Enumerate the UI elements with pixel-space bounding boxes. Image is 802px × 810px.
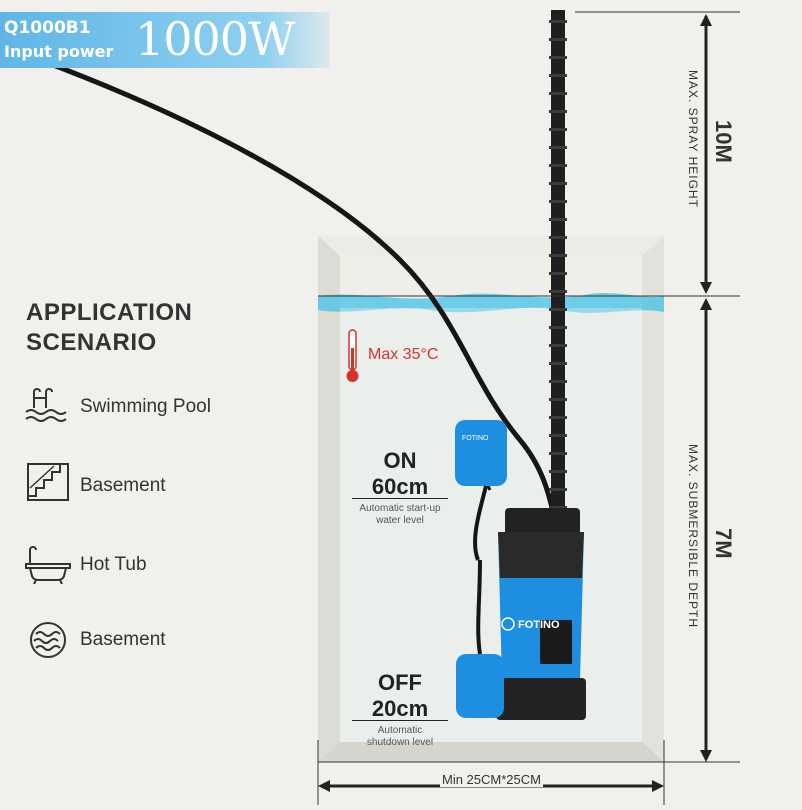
thermometer-bulb (346, 370, 359, 382)
float-off-note-line1: Automatic (377, 725, 423, 736)
min-size-label: Min 25CM*25CM (440, 772, 543, 787)
float-on-brand: FOTINO (462, 435, 489, 442)
power-cable (39, 57, 558, 521)
float-on-note: Automatic start-up water level (340, 503, 460, 527)
thermometer-mercury (351, 348, 354, 372)
float-off-divider (352, 720, 448, 721)
hose-ring (549, 146, 567, 149)
float-on-note-line1: Automatic start-up (359, 503, 441, 514)
hose-ring (549, 110, 567, 113)
hose-ring (549, 38, 567, 41)
hose-ring (549, 326, 567, 329)
max-temperature: Max 35°C (368, 346, 439, 363)
spray-height-value: 10M (711, 120, 736, 163)
stairs-icon (27, 463, 69, 501)
float-on-value: 60cm (371, 474, 429, 499)
pit-floor (318, 742, 664, 762)
float-off-title: OFF (378, 670, 422, 695)
float-on-note-line2: water level (376, 515, 424, 526)
pump-handle (505, 508, 580, 536)
hose-ring (549, 380, 567, 383)
pit-right-wall (642, 236, 664, 762)
pump-brand: FOTINO (518, 619, 560, 631)
swimming-pool-icon (25, 388, 67, 422)
hose-ring (549, 200, 567, 203)
application-title-line1: APPLICATION (26, 299, 193, 326)
float-switch-off (456, 654, 504, 718)
float-off-cable (476, 559, 482, 655)
application-title: APPLICATION SCENARIO (26, 298, 192, 358)
hose-ring (549, 290, 567, 293)
dimension-lines (317, 11, 740, 805)
hose-ring (549, 398, 567, 401)
hose-ring (549, 434, 567, 437)
float-off-note-line2: shutdown level (366, 737, 434, 748)
float-switch-on (455, 420, 507, 486)
float-on-cable (473, 485, 488, 561)
hose-ring (549, 344, 567, 347)
use-label-swimming-pool: Swimming Pool (80, 396, 211, 417)
application-title-line2: SCENARIO (26, 329, 157, 356)
pump-top (498, 532, 584, 578)
hose-ring (549, 452, 567, 455)
hose-ring (549, 20, 567, 23)
hose-ring (549, 362, 567, 365)
use-label-basement-2: Basement (80, 629, 166, 650)
pit-left-wall (318, 236, 340, 762)
waves-icon (30, 622, 66, 658)
hose-ring (549, 506, 567, 509)
hose-ring (549, 272, 567, 275)
hose-ring (549, 164, 567, 167)
hose-ring (549, 74, 567, 77)
hose-ring (549, 92, 567, 95)
hose-ring (549, 236, 567, 239)
hose-ring (549, 488, 567, 491)
pump-base (496, 678, 586, 720)
hose-ring (549, 56, 567, 59)
float-on-title: ON (383, 448, 417, 473)
spray-height-label: MAX. SPRAY HEIGHT (686, 70, 700, 208)
hose-ring (549, 308, 567, 311)
pump-outlet (540, 620, 572, 664)
power-badge (0, 12, 330, 68)
power-label: Input power (4, 42, 114, 61)
bathtub-icon (25, 546, 71, 584)
hose-ring (549, 470, 567, 473)
use-label-basement: Basement (80, 475, 166, 496)
model-number: Q1000B1 (4, 18, 91, 38)
submersible-depth-label: MAX. SUBMERSIBLE DEPTH (686, 444, 700, 629)
hose-ring (549, 218, 567, 221)
hose-ring (549, 182, 567, 185)
float-off-note: Automatic shutdown level (340, 725, 460, 749)
power-value: 1000W (135, 12, 295, 66)
use-label-hot-tub: Hot Tub (80, 554, 147, 575)
float-on-divider (352, 498, 448, 499)
hose-ring (549, 254, 567, 257)
hose-ring (549, 128, 567, 131)
pump-logo-icon (501, 617, 515, 631)
submersible-depth-value: 7M (711, 528, 736, 559)
hose-ring (549, 416, 567, 419)
float-off-value: 20cm (371, 696, 429, 721)
water-surface (318, 293, 664, 313)
